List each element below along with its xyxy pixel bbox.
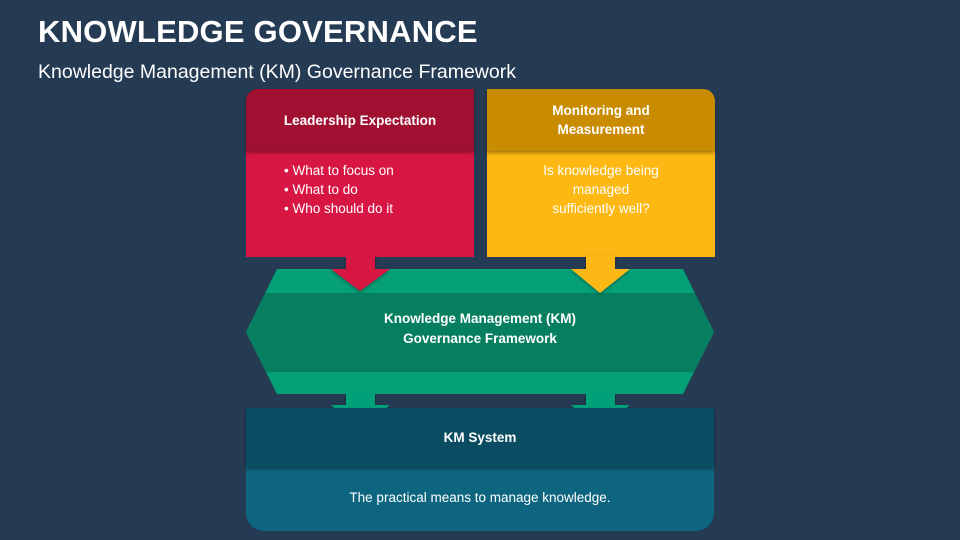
monitoring-body-line1: Is knowledge being: [543, 163, 659, 178]
km-system-body: The practical means to manage knowledge.: [246, 467, 714, 531]
arrow-down-icon: [571, 255, 630, 293]
km-system-header: KM System: [246, 408, 714, 467]
km-system-heading: KM System: [443, 430, 517, 445]
monitoring-body-line2: managed: [572, 182, 630, 197]
list-item: What to focus on: [284, 161, 393, 180]
leadership-heading: Leadership Expectation: [283, 112, 437, 128]
monitoring-measurement-card: Monitoring and Measurement Is knowledge …: [487, 89, 715, 257]
monitoring-body: Is knowledge being managed sufficiently …: [487, 151, 715, 257]
framework-hexagon: [246, 269, 714, 394]
framework-label: Knowledge Management (KM) Governance Fra…: [246, 309, 714, 349]
leadership-list: What to focus on What to do Who should d…: [284, 161, 394, 218]
list-item: What to do: [284, 180, 394, 199]
framework-label-line1: Knowledge Management (KM): [383, 311, 576, 326]
km-system-card: KM System The practical means to manage …: [246, 408, 714, 531]
monitoring-heading-line1: Monitoring and: [552, 103, 650, 118]
monitoring-heading-line2: Measurement: [557, 122, 645, 137]
slide-subtitle: Knowledge Management (KM) Governance Fra…: [38, 61, 516, 83]
leadership-header: Leadership Expectation: [246, 89, 474, 151]
monitoring-body-line3: sufficiently well?: [552, 201, 650, 216]
arrow-down-icon: [331, 255, 390, 291]
slide-title: KNOWLEDGE GOVERNANCE: [38, 14, 478, 49]
framework-label-line2: Governance Framework: [403, 331, 557, 346]
leadership-body: What to focus on What to do Who should d…: [246, 151, 474, 257]
monitoring-header: Monitoring and Measurement: [487, 89, 715, 151]
km-system-description: The practical means to manage knowledge.: [349, 489, 611, 505]
leadership-expectation-card: Leadership Expectation What to focus on …: [246, 89, 474, 257]
list-item: Who should do it: [284, 199, 394, 218]
